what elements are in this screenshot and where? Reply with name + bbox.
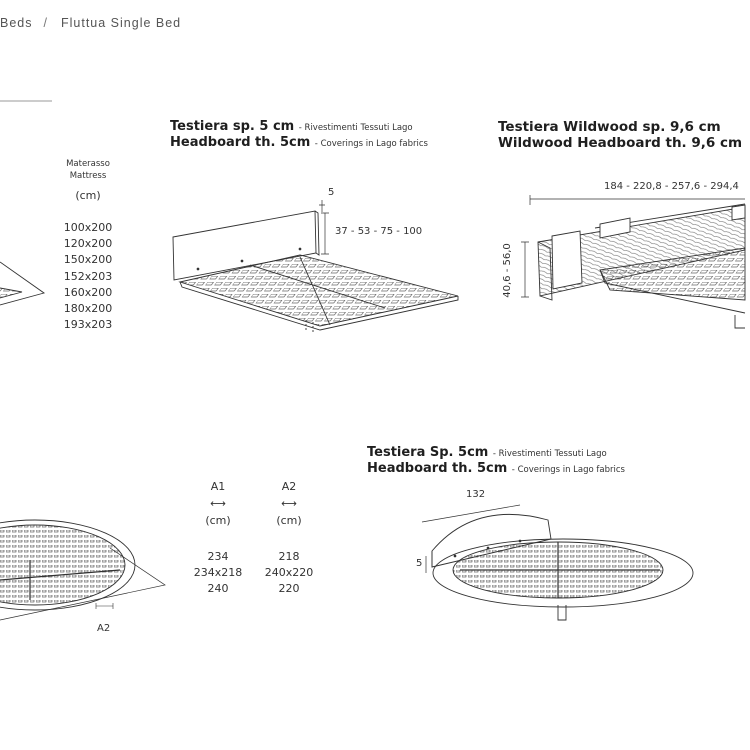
round-headboard-title-en-text: Headboard th. 5cm (367, 461, 508, 476)
round-a2-value: 218 (278, 550, 300, 563)
mattress-unit: (cm) (75, 189, 101, 202)
mattress-size: 193x203 (63, 318, 113, 332)
round-col-a1-values: 234 234x218 240 (190, 549, 246, 598)
wildwood-height-dim: 40,6 - 56,0 (501, 243, 513, 298)
bed-wildwood-drawing (521, 195, 746, 329)
round-col-a2: A2 ⟷ (cm) (269, 480, 309, 527)
round-headboard-title-en: Headboard th. 5cm - Coverings in Lago fa… (367, 461, 625, 478)
breadcrumb-separator: / (43, 16, 48, 30)
round-headboard-note-en: - Coverings in Lago fabrics (511, 465, 625, 475)
mattress-size: 180x200 (63, 302, 113, 316)
round-marker-a2: A2 (97, 623, 111, 634)
round-col-a1-unit: (cm) (205, 514, 231, 527)
wildwood-title-en: Wildwood Headboard th. 9,6 cm (498, 135, 743, 151)
breadcrumb-current: Fluttua Single Bed (60, 16, 182, 30)
headboard-5cm-note-en: - Coverings in Lago fabrics (314, 139, 428, 149)
headboard-5cm-title-en-text: Headboard th. 5cm (170, 135, 311, 150)
round-headboard-title-it-text: Testiera Sp. 5cm (367, 445, 489, 460)
round-a2-value: 220 (278, 582, 300, 596)
mattress-size: 160x200 (63, 285, 113, 299)
round-a1-value: 234 (207, 550, 229, 563)
round-col-a2-unit: (cm) (276, 514, 302, 527)
headboard-5cm-title-it-text: Testiera sp. 5 cm (170, 119, 295, 134)
round-col-a1: A1 ⟷ (cm) (198, 480, 238, 527)
round-headboard-note-it: - Rivestimenti Tessuti Lago (492, 449, 607, 459)
round-col-a2-values: 218 240x220 220 (261, 549, 317, 598)
round-a2-value: 240x220 (264, 566, 314, 580)
round-col-a1-header: A1 (210, 480, 226, 493)
round-a1-value: 240 (207, 582, 229, 596)
round-headboard-thickness-dim: 5 (416, 558, 423, 569)
round-bed-drawing-left (0, 519, 166, 621)
breadcrumb: Beds / Fluttua Single Bed (0, 16, 181, 30)
mattress-label: Materasso Mattress (58, 158, 118, 182)
mattress-size: 100x200 (63, 221, 113, 234)
round-col-a2-header: A2 (281, 480, 297, 493)
mattress-label-en: Mattress (69, 171, 107, 181)
round-headboard-title-it: Testiera Sp. 5cm - Rivestimenti Tessuti … (367, 445, 607, 462)
mattress-size: 152x203 (63, 269, 113, 283)
headboard-5cm-note-it: - Rivestimenti Tessuti Lago (298, 123, 413, 133)
partial-bed-drawing-left (0, 100, 52, 306)
headboard-5cm-title-it: Testiera sp. 5 cm - Rivestimenti Tessuti… (170, 119, 413, 136)
bed-headboard-5cm-drawing (172, 200, 459, 332)
round-col-a2-arrow: ⟷ (281, 497, 297, 510)
headboard-5cm-thickness-dim: 5 (328, 187, 335, 198)
mattress-label-it: Materasso (66, 159, 110, 169)
round-headboard-width-dim: 132 (466, 489, 486, 500)
mattress-size: 120x200 (63, 237, 113, 251)
round-col-a1-arrow: ⟷ (210, 497, 226, 510)
mattress-size: 150x200 (63, 253, 113, 267)
headboard-5cm-height-dim: 37 - 53 - 75 - 100 (335, 226, 423, 237)
wildwood-width-dim: 184 - 220,8 - 257,6 - 294,4 (604, 181, 739, 192)
breadcrumb-beds-link[interactable]: Beds (0, 16, 33, 30)
mattress-size-list: 100x200 120x200 150x200 152x203 160x200 … (55, 220, 121, 333)
round-a1-value: 234x218 (193, 566, 243, 580)
round-bed-drawing-right (421, 504, 694, 621)
wildwood-title-it: Testiera Wildwood sp. 9,6 cm (498, 119, 721, 135)
headboard-5cm-title-en: Headboard th. 5cm - Coverings in Lago fa… (170, 135, 428, 152)
